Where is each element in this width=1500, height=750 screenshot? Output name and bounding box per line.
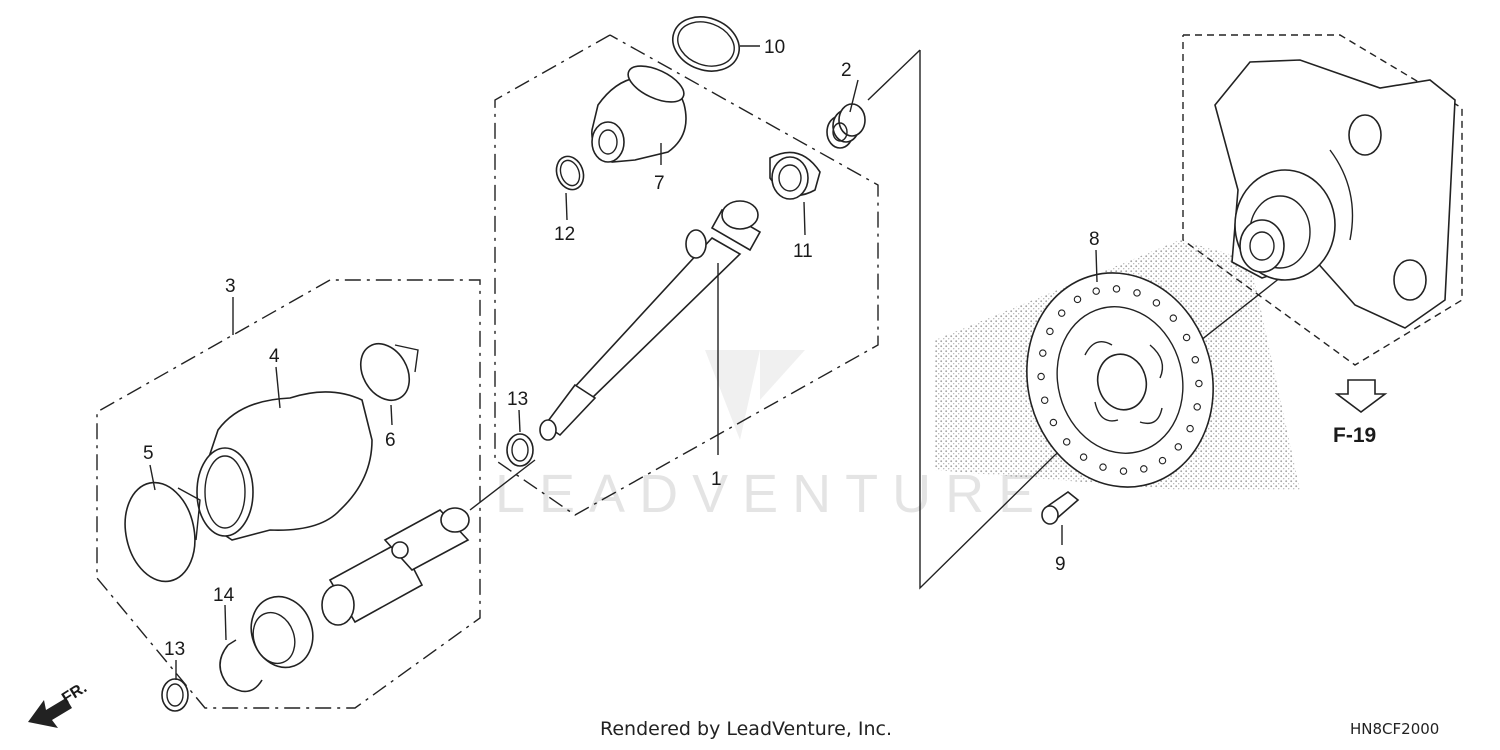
boot-band-6 [359, 342, 419, 402]
o-ring-13b [161, 678, 189, 712]
disc-hole [1037, 372, 1045, 381]
disc-hole [1049, 418, 1058, 427]
page-reference-arrow [1334, 379, 1388, 413]
dust-seal [250, 595, 314, 669]
callout-13b: 13 [164, 639, 185, 660]
disc-holes [1037, 285, 1203, 475]
disc-group-outline [867, 49, 1056, 590]
disc-hole [1119, 467, 1128, 475]
callout-labels: 1 2 3 4 5 6 7 8 9 10 11 12 13 13 14 F-19… [59, 37, 1376, 707]
disc-hole [1057, 309, 1066, 317]
disc-hole [1046, 327, 1054, 336]
callout-12: 12 [554, 224, 575, 245]
disc-hole [1140, 465, 1148, 473]
disc-hole [1174, 443, 1183, 451]
callout-3: 3 [225, 276, 236, 297]
disc-hole [1112, 285, 1121, 293]
disc-hole [1158, 456, 1167, 465]
callout-4: 4 [269, 346, 280, 367]
credit-line: Rendered by LeadVenture, Inc. [600, 718, 893, 740]
snap-ring-14 [219, 639, 263, 693]
seal-ring-10 [672, 16, 740, 72]
callout-1: 1 [711, 469, 722, 490]
disc-hole [1062, 438, 1071, 446]
disc-hole [1039, 349, 1047, 357]
callout-7: 7 [654, 173, 665, 194]
disc-hole [1092, 287, 1100, 295]
callout-5: 5 [143, 443, 154, 464]
inner-boot-7 [591, 65, 687, 163]
o-ring-12 [555, 155, 585, 191]
bearing-collar-11 [769, 151, 821, 200]
knuckle-housing [1214, 59, 1456, 329]
disc-hole [1195, 379, 1203, 388]
propeller-shaft-1 [539, 200, 762, 441]
front-direction-arrow [28, 698, 72, 728]
spring-2 [826, 103, 866, 149]
diagram-code: HN8CF2000 [1350, 720, 1440, 738]
outer-boot-4 [196, 391, 373, 541]
callout-14: 14 [213, 585, 235, 606]
callout-13a: 13 [507, 389, 528, 410]
disc-hole [1191, 356, 1200, 364]
bolt-9 [1041, 491, 1080, 525]
page-reference: F-19 [1333, 424, 1376, 447]
callout-6: 6 [385, 430, 396, 451]
disc-hole [1040, 396, 1049, 404]
disc-hole [1079, 453, 1088, 461]
disc-hole [1073, 295, 1082, 304]
knuckle-group-outline [1182, 34, 1463, 366]
callout-9: 9 [1055, 554, 1066, 575]
callout-11: 11 [793, 241, 813, 262]
disc-hole [1182, 333, 1191, 342]
boot-group-outline [96, 279, 481, 709]
callout-10: 10 [764, 37, 785, 58]
disc-hole [1169, 314, 1178, 322]
callout-2: 2 [841, 60, 852, 81]
leader-lines [149, 45, 1098, 680]
universal-joint [321, 507, 470, 626]
brake-disc-8 [1026, 272, 1214, 488]
shaft-group-outline [494, 34, 879, 516]
disc-hole [1193, 403, 1201, 411]
watermark: LEADVENTURE [495, 350, 1048, 524]
o-ring-13a [506, 433, 534, 467]
svg-text:LEADVENTURE: LEADVENTURE [495, 464, 1048, 524]
callout-8: 8 [1089, 229, 1100, 250]
boot-band-5 [124, 481, 201, 583]
disc-hole [1152, 299, 1161, 307]
disc-hole [1099, 463, 1107, 471]
disc-hole [1186, 424, 1194, 433]
assembly-line [469, 459, 536, 511]
disc-hole [1133, 289, 1141, 297]
